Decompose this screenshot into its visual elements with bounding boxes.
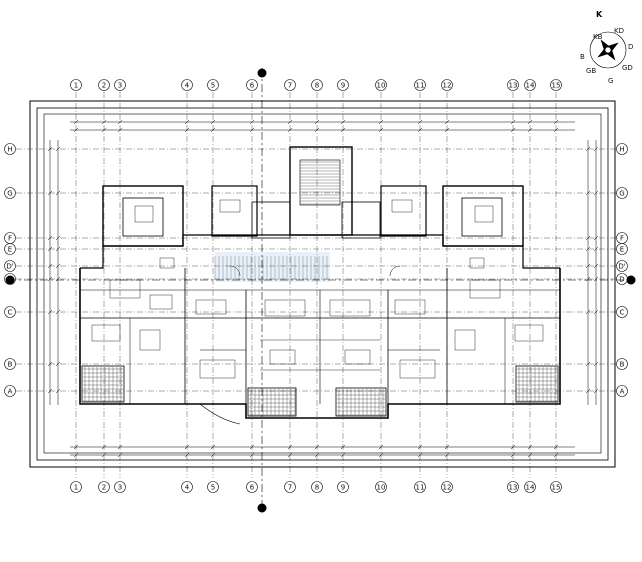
grid-col-bottom-label: 9 [341,484,345,492]
grid-row-right-label: B [620,361,625,369]
grid-col-top-label: 1 [74,82,78,90]
grid-col-top-label: 14 [526,82,535,90]
grid-col-bottom-label: 3 [118,484,122,492]
grid-row-left-label: E [8,246,12,254]
grid-col-bottom-label: 2 [102,484,106,492]
grid-col-bottom-label: 4 [185,484,190,492]
grid-col-bottom-label: 5 [211,484,215,492]
grid-col-top-label: 12 [443,82,452,90]
building-outline [79,146,561,425]
grid-row-right-label: G [619,190,624,198]
grid-col-top-label: 3 [118,82,122,90]
watermark [215,252,330,282]
grid-col-top-label: 11 [416,82,425,90]
grid-col-bottom-label: 13 [509,484,518,492]
grid-col-top-label: 10 [377,82,386,90]
grid-col-bottom-label: 15 [552,484,561,492]
grid-col-top-label: 7 [288,82,292,90]
compass-point-b: B [580,53,585,61]
grid-col-bottom-label: 12 [443,484,452,492]
grid-col-bottom-label: 7 [288,484,292,492]
grid-row-left-label: H [7,146,12,154]
grid-row-left-label: C [8,309,13,317]
structural-grid: 1122334455667788991010111112121313141415… [4,79,628,493]
grid-col-bottom-label: 6 [250,484,255,492]
grid-row-right-label: H [619,146,624,154]
grid-col-bottom-label: 8 [315,484,319,492]
grid-row-right-label: C [620,309,625,317]
grid-row-right-label: D' [618,263,625,271]
grid-row-right-label: A [620,388,625,396]
grid-col-bottom-label: 14 [526,484,535,492]
grid-col-top-label: 6 [250,82,255,90]
compass-north-label: K [596,10,603,19]
grid-row-right-label: D [619,276,624,284]
grid-row-left-label: A [8,388,13,396]
grid-row-left-label: G [7,190,12,198]
grid-col-bottom-label: 1 [74,484,78,492]
grid-row-right-label: E [620,246,624,254]
compass-point-kb: KB [593,33,603,41]
grid-row-left-label: B [8,361,13,369]
drawing-frames [29,100,616,468]
grid-col-bottom-label: 10 [377,484,386,492]
hatching [83,161,557,416]
grid-row-right-label: F [620,235,624,243]
grid-col-top-label: 15 [552,82,561,90]
compass-point-gd: GD [622,64,633,72]
dimension-lines [47,119,599,458]
grid-col-top-label: 4 [185,82,190,90]
compass-rose: K KB KD D B GD GB G [580,10,633,85]
grid-col-top-label: 9 [341,82,345,90]
grid-col-top-label: 5 [211,82,215,90]
section-markers [5,68,636,513]
grid-col-top-label: 8 [315,82,319,90]
furniture-blocks [91,199,544,379]
grid-col-top-label: 2 [102,82,106,90]
compass-point-d: D [628,43,633,51]
compass-point-kd: KD [614,27,624,35]
compass-point-g: G [608,77,613,85]
grid-col-top-label: 13 [509,82,518,90]
grid-col-bottom-label: 11 [416,484,425,492]
grid-row-left-label: F [8,235,12,243]
compass-point-gb: GB [586,67,596,75]
grid-row-left-label: D' [6,263,13,271]
